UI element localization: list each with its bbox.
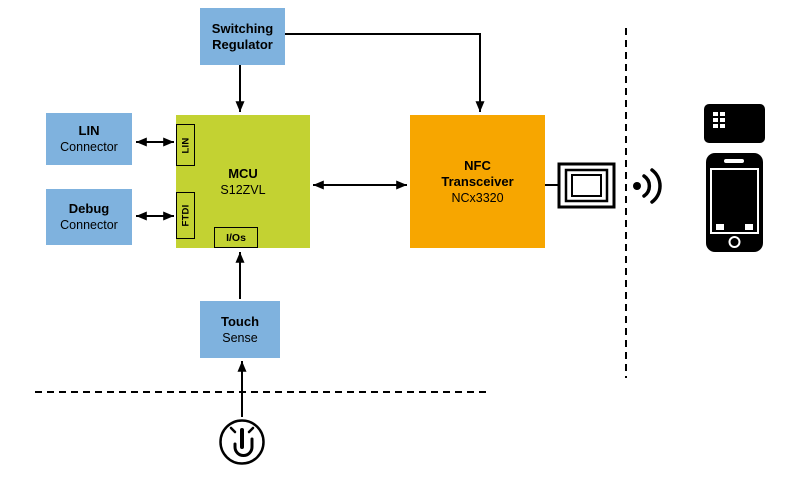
lin-connector-subtitle: Connector (60, 140, 118, 154)
touch-sense-title: Touch (220, 313, 260, 329)
mcu-ftdi-port-label: FTDI (180, 204, 191, 227)
mcu-lin-port-label: LIN (180, 137, 191, 153)
nfc-transceiver-subtitle: NCx3320 (451, 190, 504, 205)
mcu-ios-port-label: I/Os (226, 231, 246, 244)
power-line-regulator-to-nfc (285, 33, 485, 112)
smartphone-icon (706, 153, 763, 252)
nfc-antenna-icon (557, 162, 616, 209)
block-touch-sense: Touch Sense (200, 301, 280, 358)
rf-waves-icon (633, 168, 662, 204)
mcu-title: MCU (228, 165, 258, 181)
touch-finger-icon (219, 419, 265, 465)
mcu-ios-port: I/Os (214, 227, 258, 248)
mcu-ftdi-port: FTDI (176, 192, 195, 239)
debug-connector-title: Debug (68, 201, 110, 216)
lin-connector-title: LIN (78, 123, 100, 138)
block-lin-connector: LIN Connector (46, 113, 132, 165)
touch-sense-subtitle: Sense (222, 330, 258, 345)
debug-connector-subtitle: Connector (60, 218, 118, 232)
block-mcu: MCU S12ZVL (176, 115, 310, 248)
mcu-lin-port: LIN (176, 124, 195, 166)
block-debug-connector: Debug Connector (46, 189, 132, 245)
nfc-transceiver-title: NFC Transceiver (441, 157, 514, 189)
switching-regulator-label: Switching Regulator (211, 20, 274, 52)
contactless-card-icon (704, 104, 765, 143)
block-switching-regulator: Switching Regulator (200, 8, 285, 65)
block-nfc-transceiver: NFC Transceiver NCx3320 (410, 115, 545, 248)
mcu-subtitle: S12ZVL (220, 182, 266, 197)
